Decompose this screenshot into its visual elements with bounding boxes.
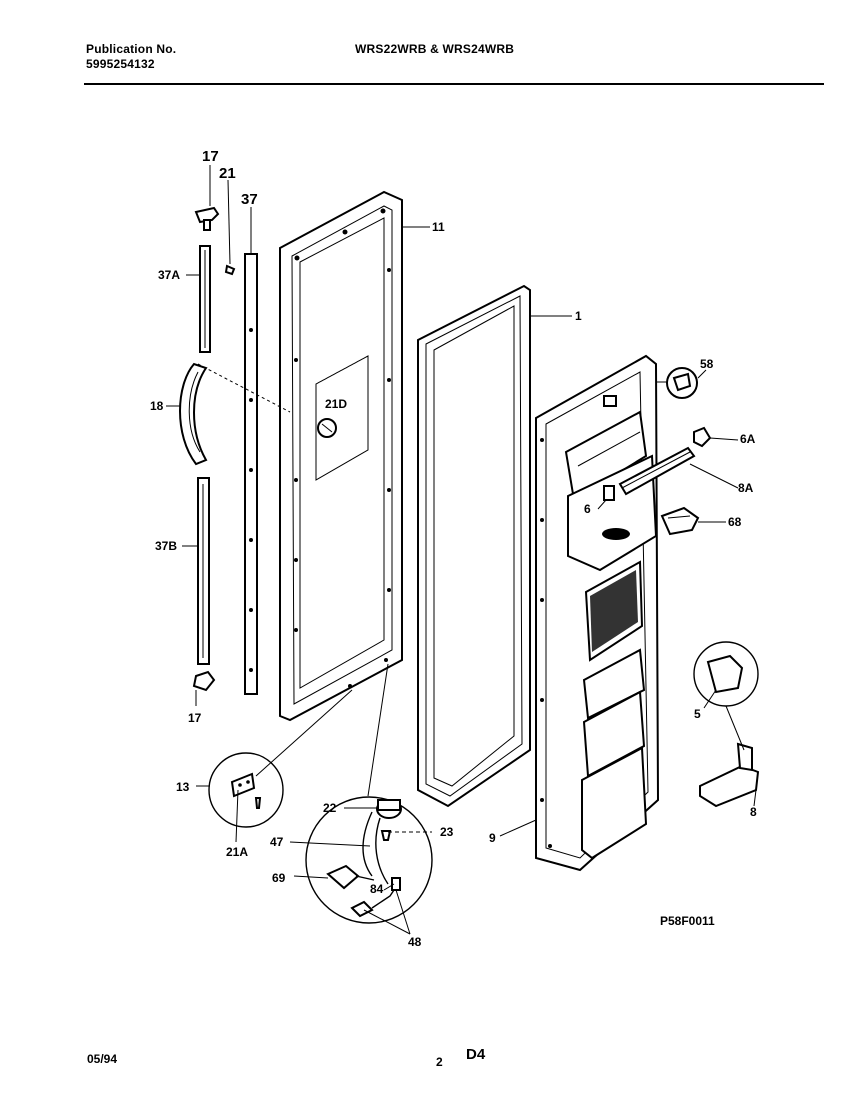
door-gasket-part [417,284,531,808]
callout-58: 58 [700,357,714,371]
callout-21: 21 [219,165,236,182]
screw-58-part [666,367,698,399]
callout-1: 1 [575,309,582,323]
callout-84: 84 [370,882,384,896]
callout-13: 13 [176,780,190,794]
lever-8a-part [618,446,696,496]
footer-page-number: 2 [436,1055,443,1069]
switch-harness-detail-circle [305,796,433,924]
callout-18: 18 [150,399,164,413]
door-outer-panel-part [279,190,403,722]
bracket-8-part [699,742,760,808]
model-numbers: WRS22WRB & WRS24WRB [355,42,515,56]
callout-37: 37 [241,191,258,208]
trim-strip-37a-part [199,245,211,353]
publication-label: Publication No. [86,42,177,56]
screw-21-part [224,264,236,276]
cap-5-detail-circle [693,641,759,707]
handle-cap-bottom-part [192,670,216,692]
clip-6a-part [693,426,712,448]
door-inner-liner-part [535,354,660,872]
door-handle-part [179,362,208,466]
callout-8: 8 [750,805,757,819]
callout-68: 68 [728,515,742,529]
footer-section-code: D4 [466,1046,486,1063]
callout-48: 48 [408,935,422,949]
callout-37a: 37A [158,268,180,282]
callout-9: 9 [489,831,496,845]
callout-47: 47 [270,835,284,849]
trim-strip-37-part [244,253,258,695]
callout-17-bottom: 17 [188,711,202,725]
callout-5: 5 [694,707,701,721]
trim-strip-37b-part [197,477,210,665]
callout-22: 22 [323,801,337,815]
callout-21d: 21D [325,397,347,411]
handle-cap-top-part [194,206,220,231]
drawing-code: P58F0011 [660,914,715,928]
hinge-13-detail-circle [208,752,284,828]
callout-17-top: 17 [202,148,219,165]
leader-lines [166,165,757,935]
callout-11: 11 [432,220,445,234]
pad-68-part [660,506,700,536]
callout-23: 23 [440,825,454,839]
callout-8a: 8A [738,481,754,495]
callout-6: 6 [584,502,591,516]
actuator-6-part [603,485,615,501]
callout-69: 69 [272,871,286,885]
screw-21d-part [317,418,337,438]
callout-labels: 17 21 37 37A 18 37B 17 11 21D 1 58 6A 8A… [150,148,757,949]
publication-number: 5995254132 [86,57,155,71]
callout-21a: 21A [226,845,248,859]
header-rule [84,83,824,85]
footer-date: 05/94 [87,1052,118,1066]
callout-6a: 6A [740,432,756,446]
callout-37b: 37B [155,539,177,553]
